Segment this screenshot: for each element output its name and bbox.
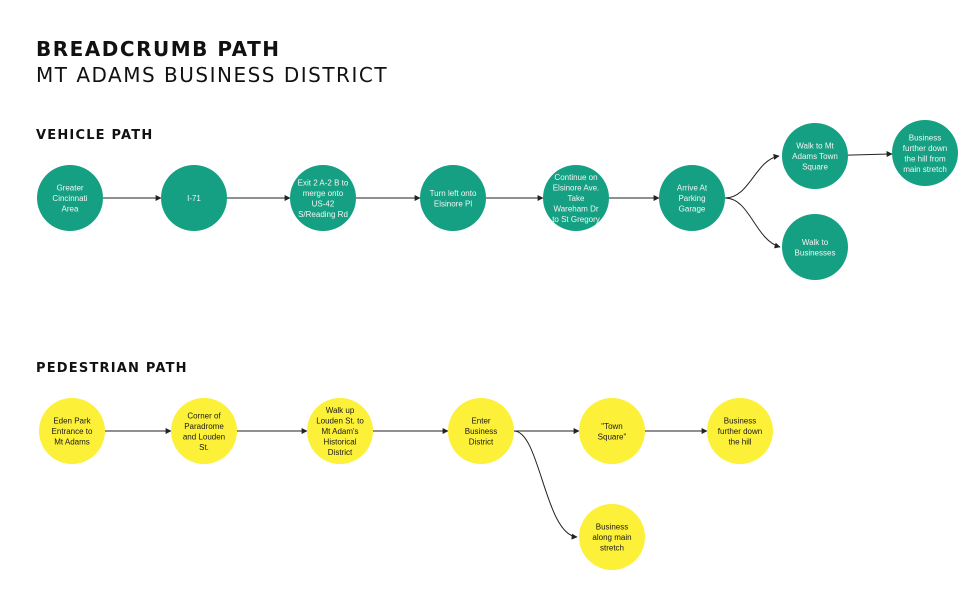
node-label-line: merge onto [303, 189, 344, 198]
node-label-line: S/Reading Rd [298, 210, 348, 219]
node-label-line: Walk to [802, 238, 829, 247]
node-label-line: Mt Adams [54, 438, 90, 447]
node-label-line: I-71 [187, 194, 201, 203]
pedestrian-path-heading: PEDESTRIAN PATH [36, 361, 188, 376]
node-label-line: Businesses [795, 248, 836, 257]
node-label-line: St. [199, 443, 209, 452]
node-circle [782, 214, 848, 280]
page-title: BREADCRUMB PATH [36, 37, 281, 61]
node-label-line: Business [465, 427, 497, 436]
node-circle [579, 504, 645, 570]
node-circle [307, 398, 373, 464]
node-label-line: Continue on [554, 173, 597, 182]
node-label-line: Garage [679, 205, 706, 214]
node-label-line: Wareham Dr [553, 205, 598, 214]
node-circle [420, 165, 486, 231]
node-label-line: Exit 2 A-2 B to [298, 178, 349, 187]
node-label-line: Business [596, 523, 628, 532]
node-circle [579, 398, 645, 464]
edge-v7-v8 [847, 151, 893, 158]
node-circle [37, 165, 103, 231]
edge-p4-p7 [513, 430, 578, 540]
node-label-line: Take [568, 194, 585, 203]
node-label-line: main stretch [903, 165, 947, 174]
node-label-line: Eden Park [53, 417, 91, 426]
node-label-line: and Louden [183, 432, 225, 441]
node-circle [161, 165, 227, 231]
edges-layer [103, 151, 893, 540]
node-label-line: Historical [324, 438, 357, 447]
node-label-line: to St Gregory [552, 215, 600, 224]
node-label-line: Parking [678, 194, 705, 203]
node-label-line: Paradrome [184, 422, 224, 431]
node-circle [892, 120, 958, 186]
node-circle [171, 398, 237, 464]
node-label-line: Square [802, 163, 828, 172]
edge-v6-v7 [724, 153, 780, 199]
node-label-line: stretch [600, 544, 624, 553]
node-label-line: Louden St. to [316, 417, 364, 426]
node-circle [707, 398, 773, 464]
node-label-line: Walk to Mt [796, 142, 834, 151]
node-label-line: Area [62, 205, 79, 214]
node-label-line: Turn left onto [430, 189, 477, 198]
vehicle-path-heading: VEHICLE PATH [36, 128, 154, 143]
node-label-line: District [469, 438, 494, 447]
node-label-line: Entrance to [52, 427, 93, 436]
node-circle [448, 398, 514, 464]
node-label-line: the hill [728, 438, 751, 447]
node-circle [543, 165, 609, 231]
node-label-line: District [328, 448, 353, 457]
node-label-line: US-42 [312, 199, 335, 208]
node-circle [39, 398, 105, 464]
node-circle [659, 165, 725, 231]
node-label-line: Mt Adam's [321, 427, 358, 436]
node-label-line: the hill from [904, 154, 946, 163]
node-label-line: Square" [598, 432, 627, 441]
node-label-line: Business [909, 133, 941, 142]
node-label-line: Walk up [326, 406, 355, 415]
node-label-line: Elsinore Pl [434, 199, 472, 208]
node-circle [782, 123, 848, 189]
node-v3: Exit 2 A-2 B to merge ontoUS-42S/Reading … [290, 165, 356, 231]
page-subtitle: MT ADAMS BUSINESS DISTRICT [36, 63, 389, 87]
node-label-line: Enter [471, 417, 490, 426]
node-label-line: further down [718, 427, 762, 436]
node-label-line: Business [724, 417, 756, 426]
node-label-line: Cincinnati [52, 194, 87, 203]
edge-v6-v9 [724, 197, 781, 249]
node-v2: I-71 [161, 165, 227, 231]
node-label-line: Elsinore Ave. [553, 184, 600, 193]
node-label-line: along main [592, 533, 631, 542]
node-label-line: Corner of [187, 411, 221, 420]
node-label-line: further down [903, 144, 947, 153]
node-label-line: Arrive At [677, 184, 708, 193]
node-label-line: Greater [56, 184, 83, 193]
node-label-line: Adams Town [792, 152, 838, 161]
node-circle [290, 165, 356, 231]
node-label-line: "Town [601, 422, 623, 431]
